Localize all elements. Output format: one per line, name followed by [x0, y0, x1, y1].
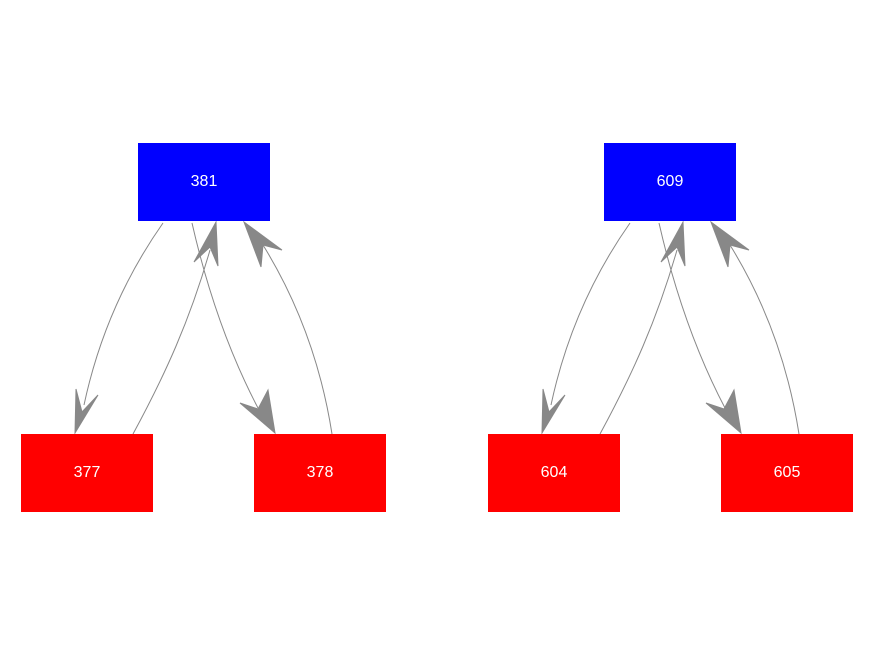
node-604: 604 [488, 434, 620, 512]
node-label: 609 [656, 173, 684, 190]
arrowhead-605-to-609 [709, 220, 750, 268]
node-label: 605 [773, 464, 801, 481]
edge-381-to-377 [83, 222, 164, 406]
arrowhead-609-to-605 [705, 388, 742, 435]
edge-381-to-378 [191, 222, 259, 409]
node-label: 378 [306, 464, 334, 481]
node-label: 604 [540, 464, 568, 481]
edge-604-to-609 [599, 249, 678, 435]
edge-377-to-381 [132, 249, 211, 435]
node-605: 605 [721, 434, 853, 512]
node-381: 381 [138, 143, 270, 221]
edge-605-to-609 [729, 244, 800, 435]
arrowhead-381-to-378 [239, 388, 276, 435]
node-609: 609 [604, 143, 736, 221]
arrowhead-609-to-604 [541, 388, 566, 435]
node-377: 377 [21, 434, 153, 512]
edge-609-to-604 [550, 222, 631, 406]
arrowhead-378-to-381 [242, 220, 283, 268]
arrowhead-604-to-609 [660, 220, 686, 267]
arrowhead-377-to-381 [193, 220, 219, 267]
edge-609-to-605 [658, 222, 726, 409]
node-label: 377 [73, 464, 101, 481]
node-378: 378 [254, 434, 386, 512]
arrowhead-381-to-377 [74, 388, 99, 435]
edge-378-to-381 [262, 244, 333, 435]
node-label: 381 [190, 173, 218, 190]
